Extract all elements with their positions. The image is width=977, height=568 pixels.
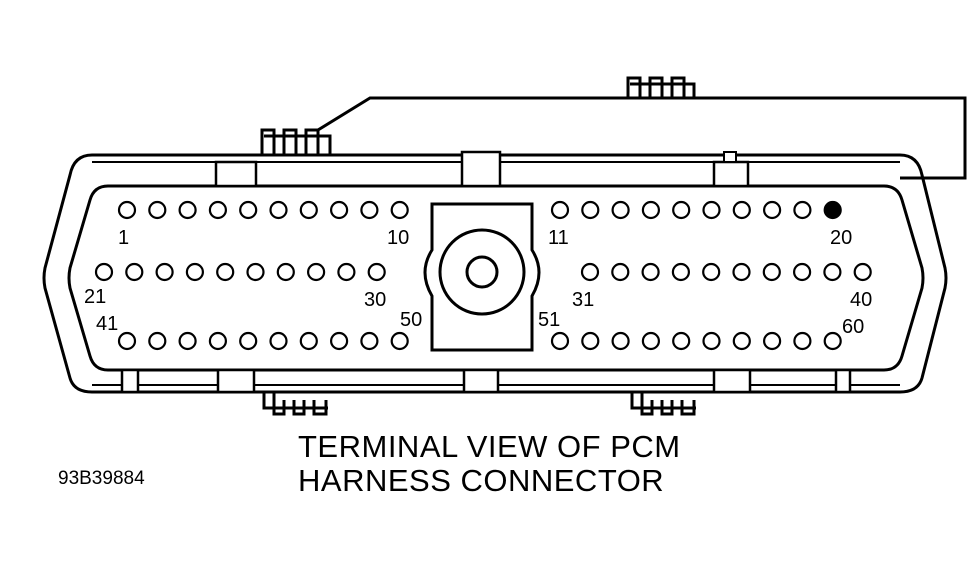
pin-13 <box>611 200 630 220</box>
pin-23 <box>155 262 174 282</box>
pin-11 <box>550 200 570 220</box>
pin-6 <box>269 200 288 220</box>
connector-inner-face <box>67 184 925 372</box>
pin-19 <box>793 200 812 220</box>
pin-56 <box>702 331 721 351</box>
rail-block <box>120 368 140 394</box>
pin-37 <box>762 262 781 282</box>
pin-47 <box>299 331 318 351</box>
pin-60 <box>823 331 842 351</box>
pin-label-41: 41 <box>96 313 118 335</box>
diagram-caption: TERMINAL VIEW OF PCM HARNESS CONNECTOR <box>298 430 681 498</box>
pin-50 <box>390 331 409 351</box>
rail-block <box>214 160 258 188</box>
pin-label-20: 20 <box>830 227 852 249</box>
pin-29 <box>337 262 356 282</box>
pin-54 <box>641 331 661 351</box>
pin-53 <box>611 331 630 351</box>
pin-51 <box>550 331 570 351</box>
rail-block <box>712 160 750 188</box>
pin-5 <box>239 200 258 220</box>
pin-59 <box>793 331 812 351</box>
pin-41 <box>117 331 137 351</box>
pin-2 <box>148 200 167 220</box>
figure-id: 93B39884 <box>58 468 145 489</box>
pin-terminals <box>94 200 872 351</box>
pin-12 <box>581 200 600 220</box>
pin-14 <box>641 200 661 220</box>
pin-40 <box>853 262 872 282</box>
pin-39 <box>823 262 842 282</box>
caption-line-2: HARNESS CONNECTOR <box>298 463 665 498</box>
pin-label-31: 31 <box>572 289 594 311</box>
pin-1 <box>117 200 137 220</box>
pin-label-40: 40 <box>850 289 872 311</box>
rail-block <box>216 368 256 394</box>
center-key <box>423 202 541 352</box>
rail-block <box>723 151 737 163</box>
pin-3 <box>178 200 197 220</box>
connector-outer-body <box>42 153 948 394</box>
pin-42 <box>148 331 167 351</box>
pin-57 <box>732 331 751 351</box>
caption-line-1: TERMINAL VIEW OF PCM <box>298 429 681 464</box>
pin-48 <box>330 331 349 351</box>
pin-55 <box>672 331 691 351</box>
pin-58 <box>762 331 782 351</box>
pin-31 <box>580 262 600 282</box>
latch-bottom-left <box>262 392 328 416</box>
pin-label-50: 50 <box>400 309 422 331</box>
pin-8 <box>330 200 349 220</box>
pin-label-51: 51 <box>538 309 560 331</box>
rail-block <box>712 368 752 394</box>
pin-9 <box>360 200 379 220</box>
pin-16 <box>702 200 721 220</box>
pin-label-60: 60 <box>842 316 864 338</box>
rail-block <box>462 368 500 394</box>
rail-block <box>460 150 502 188</box>
pin-49 <box>360 331 379 351</box>
center-post-outer <box>438 228 526 316</box>
latch-top-right <box>626 76 696 98</box>
pin-label-11: 11 <box>548 227 569 249</box>
pin-15 <box>672 200 691 220</box>
pin-4 <box>208 200 227 220</box>
pin-17 <box>732 200 751 220</box>
pin-22 <box>125 262 144 282</box>
pin-25 <box>216 262 235 282</box>
pin-43 <box>178 331 197 351</box>
pin-34 <box>671 262 691 282</box>
pin-20-highlighted <box>823 200 842 220</box>
center-post-inner <box>465 255 499 289</box>
pin-18 <box>762 200 782 220</box>
pin-46 <box>269 331 288 351</box>
pin-28 <box>307 262 326 282</box>
pin-7 <box>299 200 318 220</box>
pin-30 <box>367 262 386 282</box>
pin-44 <box>208 331 227 351</box>
connector-housing-top <box>316 96 967 180</box>
pin-36 <box>732 262 751 282</box>
pin-33 <box>641 262 660 282</box>
pin-label-10: 10 <box>387 227 409 249</box>
pin-35 <box>702 262 721 282</box>
pin-21 <box>94 262 114 282</box>
pin-26 <box>246 262 265 282</box>
pin-10 <box>390 200 409 220</box>
pin-27 <box>276 262 295 282</box>
pin-38 <box>792 262 812 282</box>
latch-bottom-right <box>630 392 696 416</box>
pin-label-1: 1 <box>118 227 129 249</box>
pin-45 <box>239 331 258 351</box>
pin-52 <box>581 331 600 351</box>
rail-block <box>834 368 852 394</box>
pin-32 <box>611 262 630 282</box>
pin-label-30: 30 <box>364 289 386 311</box>
latch-top-left <box>260 128 332 155</box>
pin-label-21: 21 <box>84 286 106 308</box>
pin-24 <box>185 262 204 282</box>
